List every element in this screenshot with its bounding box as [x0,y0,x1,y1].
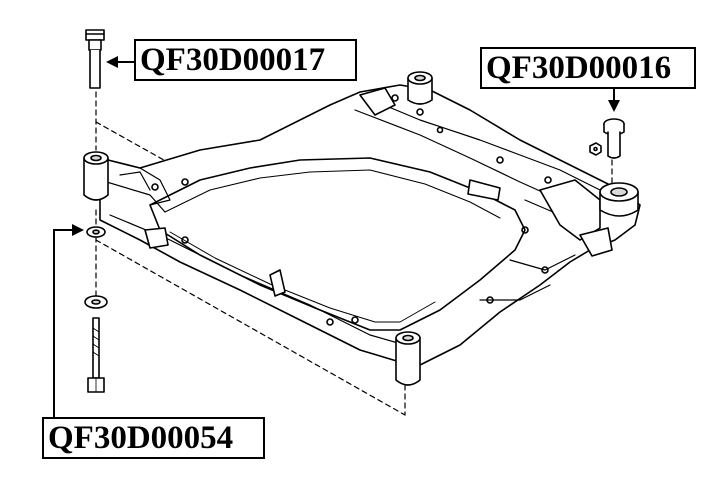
lower-washer [84,295,108,309]
rear-bushing-bolt [603,118,625,159]
arrow-down-icon [608,100,620,112]
part-number-upper-bolt: QF30D00017 [134,39,357,81]
rear-left-mount [407,71,433,105]
callout-arrow-lower-bolt [53,224,84,417]
front-right-mount [395,331,421,386]
arrow-right-icon [72,224,84,236]
upper-mount-bolt [85,29,105,89]
lower-mount-bolt [87,317,105,393]
part-number-rear-bushing: QF30D00016 [480,47,696,89]
callout-arrow-rear-bushing [608,89,620,112]
hex-nut [589,142,602,156]
subframe-body [99,84,641,366]
front-left-mount [83,151,109,201]
rear-right-mount [599,182,639,217]
callout-arrow-upper-bolt [106,56,134,68]
upper-washer [86,226,106,238]
part-number-lower-bolt: QF30D00054 [42,417,265,459]
arrow-left-icon [106,56,118,68]
